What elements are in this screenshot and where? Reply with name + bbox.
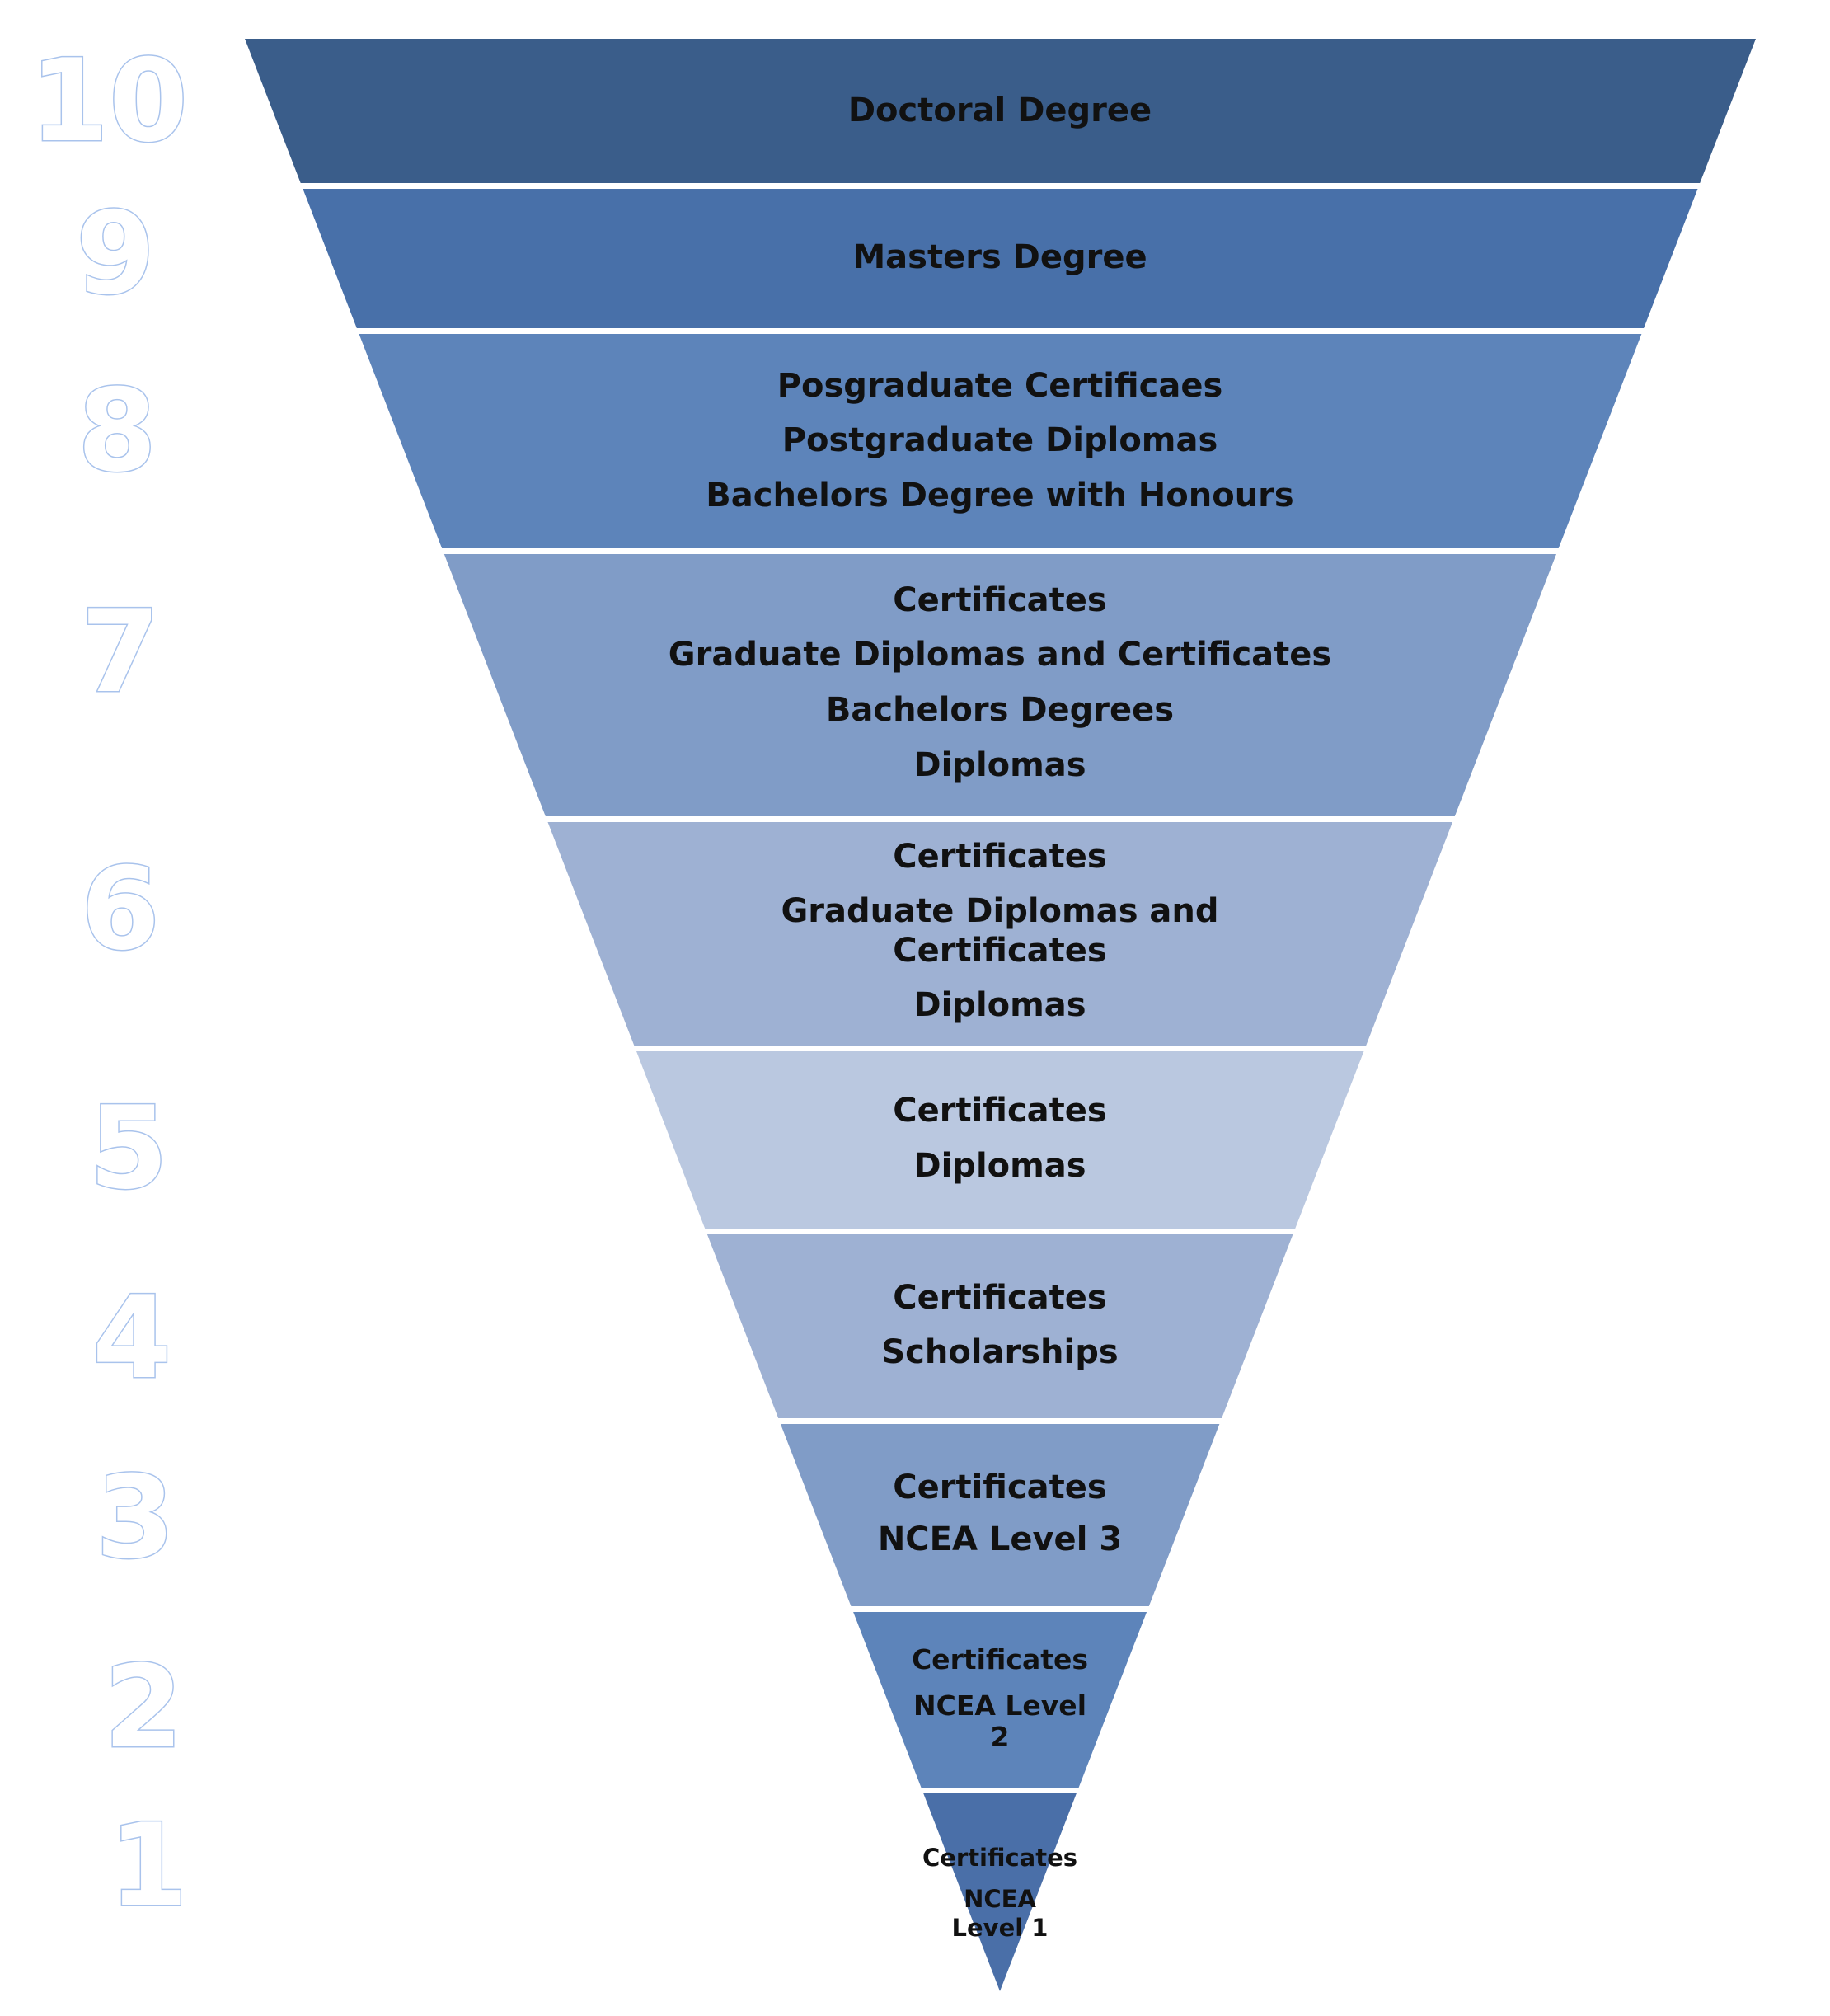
tier-label: Certificates [893,581,1106,619]
tier-label: Certificates [893,932,1106,970]
tier-label: Certificates [893,1279,1106,1317]
tier-label: Posgraduate Certificaes [777,367,1223,405]
level-number-1: 1 [109,1799,188,1932]
tier-shape-level-2 [853,1612,1147,1788]
level-numbers: 10 9 8 7 6 5 4 3 2 1 [28,34,189,1934]
level-number-10: 10 [30,35,188,167]
tier-label: Postgraduate Diplomas [782,421,1218,459]
tier-label: Diplomas [913,746,1086,784]
level-number-4: 4 [92,1271,171,1404]
tier-shape-level-9 [303,189,1698,328]
tier-label: Certificates [893,1092,1106,1130]
tier-label: NCEA Level 3 [878,1520,1122,1558]
tier-label: Diplomas [913,986,1086,1024]
tier-shape-level-3 [780,1424,1220,1606]
tier-shape-level-4 [706,1234,1293,1418]
tier-label: Graduate Diplomas and [781,892,1218,930]
tier-label: Certificates [912,1643,1088,1675]
tier-label: Level 1 [952,1914,1049,1942]
tier-label: Masters Degree [852,238,1147,276]
level-number-6: 6 [81,843,160,975]
level-number-7: 7 [81,585,160,718]
tier-label: NCEA Level [913,1689,1086,1722]
tier-label: Bachelors Degrees [826,691,1174,729]
tier-shape-level-8 [359,334,1642,548]
tier-shape-level-5 [636,1051,1364,1229]
tier-shape-level-10 [245,39,1756,183]
level-number-9: 9 [76,187,155,320]
tier-shape-level-6 [547,822,1453,1046]
tier-level-9: Masters Degree [303,189,1698,328]
tier-label: Graduate Diplomas and Certificates [669,636,1331,674]
tier-label: Certificates [922,1844,1077,1872]
tier-label: NCEA [964,1885,1036,1913]
level-number-8: 8 [77,364,157,497]
tier-label: Doctoral Degree [848,92,1152,129]
level-number-2: 2 [104,1641,183,1774]
tier-shape-level-1 [923,1793,1077,1991]
tier-level-10: Doctoral Degree [245,39,1756,183]
tier-label: Certificates [893,1469,1106,1506]
tier-label: Bachelors Degree with Honours [706,477,1293,515]
tier-label: 2 [991,1721,1010,1753]
tier-label: Certificates [893,838,1106,876]
level-number-3: 3 [96,1451,175,1584]
tier-label: Diplomas [913,1147,1086,1185]
tier-shape-level-7 [443,554,1556,816]
level-number-5: 5 [89,1082,168,1215]
tier-label: Scholarships [881,1333,1118,1371]
